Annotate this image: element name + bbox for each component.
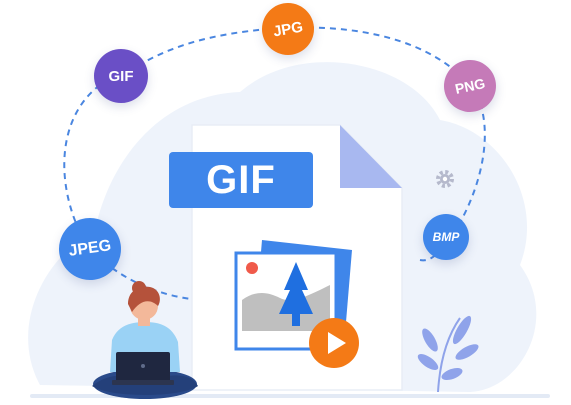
gear-icon [436,170,454,188]
ground-line [30,394,550,398]
plant-decoration [417,315,479,393]
dashed-path-left [63,84,101,229]
dashed-conversion-path [119,26,486,262]
format-badge-bmp: BMP [423,214,469,260]
person-with-laptop [92,281,198,399]
target-format-label: GIF [169,152,313,208]
format-badge-gif: GIF [94,49,148,103]
play-button-icon [309,318,359,368]
image-icon [234,240,352,351]
document-fold [340,125,402,188]
